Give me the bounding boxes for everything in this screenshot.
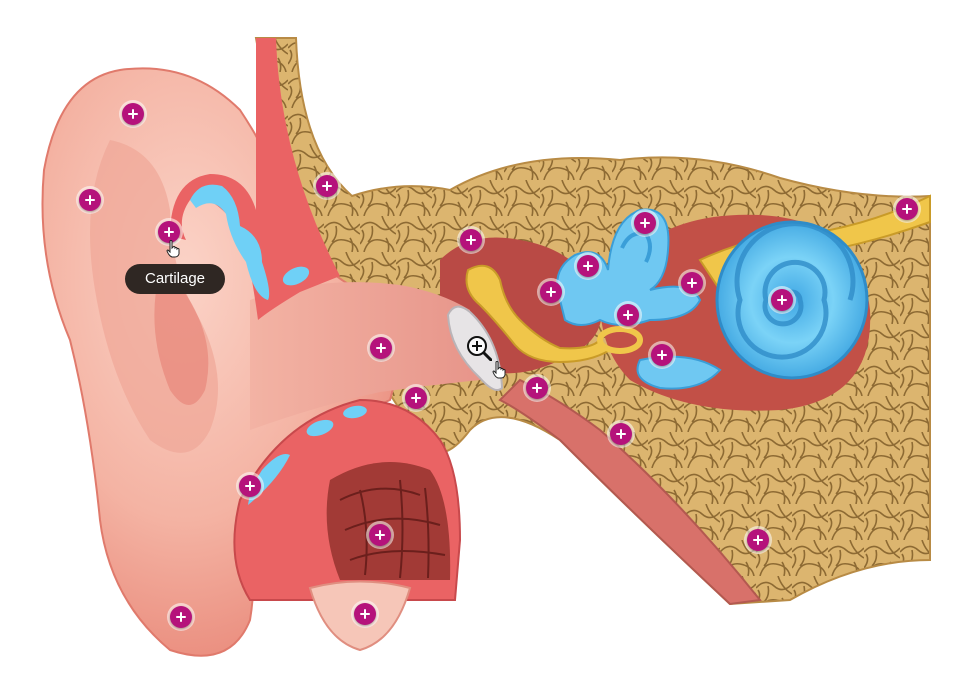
plus-icon <box>79 189 101 211</box>
ear-canal <box>250 282 480 430</box>
tooltip: Cartilage <box>125 264 226 294</box>
plus-icon <box>681 272 703 294</box>
plus-icon <box>747 529 769 551</box>
hotspot-plus-icon[interactable] <box>523 374 551 402</box>
plus-icon <box>354 603 376 625</box>
plus-icon <box>405 387 427 409</box>
hotspot-plus-icon[interactable] <box>167 603 195 631</box>
hotspot-plus-icon[interactable] <box>893 195 921 223</box>
plus-icon <box>170 606 192 628</box>
plus-icon <box>239 475 261 497</box>
plus-icon <box>540 281 562 303</box>
hotspot-plus-icon[interactable] <box>768 286 796 314</box>
plus-icon <box>617 304 639 326</box>
plus-icon <box>370 337 392 359</box>
plus-icon <box>122 103 144 125</box>
eustachian-tube <box>498 378 762 606</box>
plus-icon <box>634 212 656 234</box>
plus-icon <box>771 289 793 311</box>
hotspot-plus-icon[interactable] <box>76 186 104 214</box>
hotspot-plus-icon[interactable] <box>574 252 602 280</box>
hotspot-plus-icon[interactable] <box>236 472 264 500</box>
hotspot-plus-icon[interactable] <box>402 384 430 412</box>
plus-icon <box>651 344 673 366</box>
hotspot-plus-icon[interactable] <box>155 218 183 246</box>
plus-icon <box>369 524 391 546</box>
plus-icon <box>577 255 599 277</box>
plus-icon <box>610 423 632 445</box>
hotspot-plus-icon[interactable] <box>648 341 676 369</box>
hotspot-plus-icon[interactable] <box>631 209 659 237</box>
hotspot-plus-icon[interactable] <box>351 600 379 628</box>
hotspot-plus-icon[interactable] <box>119 100 147 128</box>
upper-cartilage <box>170 38 340 320</box>
hotspot-plus-icon[interactable] <box>607 420 635 448</box>
hotspot-plus-icon[interactable] <box>678 269 706 297</box>
plus-icon <box>896 198 918 220</box>
plus-icon <box>158 221 180 243</box>
hotspot-plus-icon[interactable] <box>614 301 642 329</box>
plus-icon <box>460 229 482 251</box>
magnifier-plus-icon[interactable] <box>466 335 492 361</box>
hotspot-plus-icon[interactable] <box>457 226 485 254</box>
hotspot-plus-icon[interactable] <box>313 172 341 200</box>
plus-icon <box>316 175 338 197</box>
hotspot-plus-icon[interactable] <box>744 526 772 554</box>
hotspot-plus-icon[interactable] <box>366 521 394 549</box>
hotspot-plus-icon[interactable] <box>367 334 395 362</box>
plus-icon <box>526 377 548 399</box>
hotspot-plus-icon[interactable] <box>537 278 565 306</box>
